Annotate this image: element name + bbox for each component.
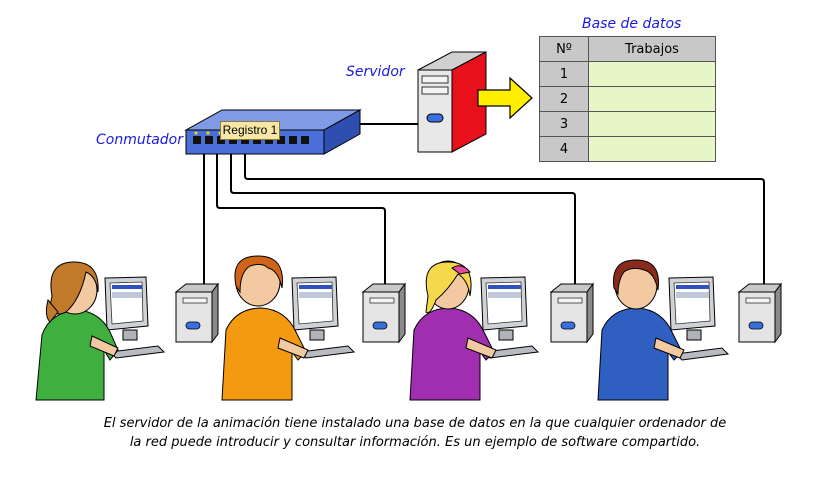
cable-pc3 (230, 142, 576, 290)
person-2 (221, 255, 309, 401)
computer-3 (480, 276, 594, 359)
arrow-icon (477, 76, 533, 120)
server-label: Servidor (346, 64, 405, 80)
row-num: 4 (539, 136, 589, 162)
row-num: 2 (539, 86, 589, 112)
server-tower (417, 51, 487, 153)
row-value (588, 111, 716, 137)
table-header-row: Nº Trabajos (539, 36, 716, 62)
row-num: 3 (539, 111, 589, 137)
computer-2 (291, 276, 406, 359)
caption-line-1: El servidor de la animación tiene instal… (103, 416, 727, 431)
person-1 (35, 261, 119, 401)
table-row: 4 (539, 136, 716, 162)
cable-pc2 (216, 142, 386, 290)
caption-line-2: la red puede introducir y consultar info… (129, 435, 701, 450)
row-value (588, 136, 716, 162)
database-label: Base de datos (582, 16, 682, 32)
header-num: Nº (539, 36, 589, 62)
row-value (588, 61, 716, 87)
database-table: Nº Trabajos 1 2 3 4 (539, 36, 716, 162)
header-trabajos: Trabajos (588, 36, 716, 62)
network-cables (203, 123, 765, 290)
row-value (588, 86, 716, 112)
cable-pc4 (244, 142, 765, 290)
switch-label: Conmutador (96, 132, 184, 148)
table-row: 1 (539, 61, 716, 87)
row-num: 1 (539, 61, 589, 87)
table-row: 3 (539, 111, 716, 137)
computer-1 (104, 276, 219, 359)
person-3 (409, 260, 497, 401)
registro-label: Registro 1 (220, 121, 280, 140)
person-4 (597, 259, 685, 401)
table-row: 2 (539, 86, 716, 112)
computer-4 (668, 276, 782, 361)
caption: El servidor de la animación tiene instal… (60, 414, 770, 452)
